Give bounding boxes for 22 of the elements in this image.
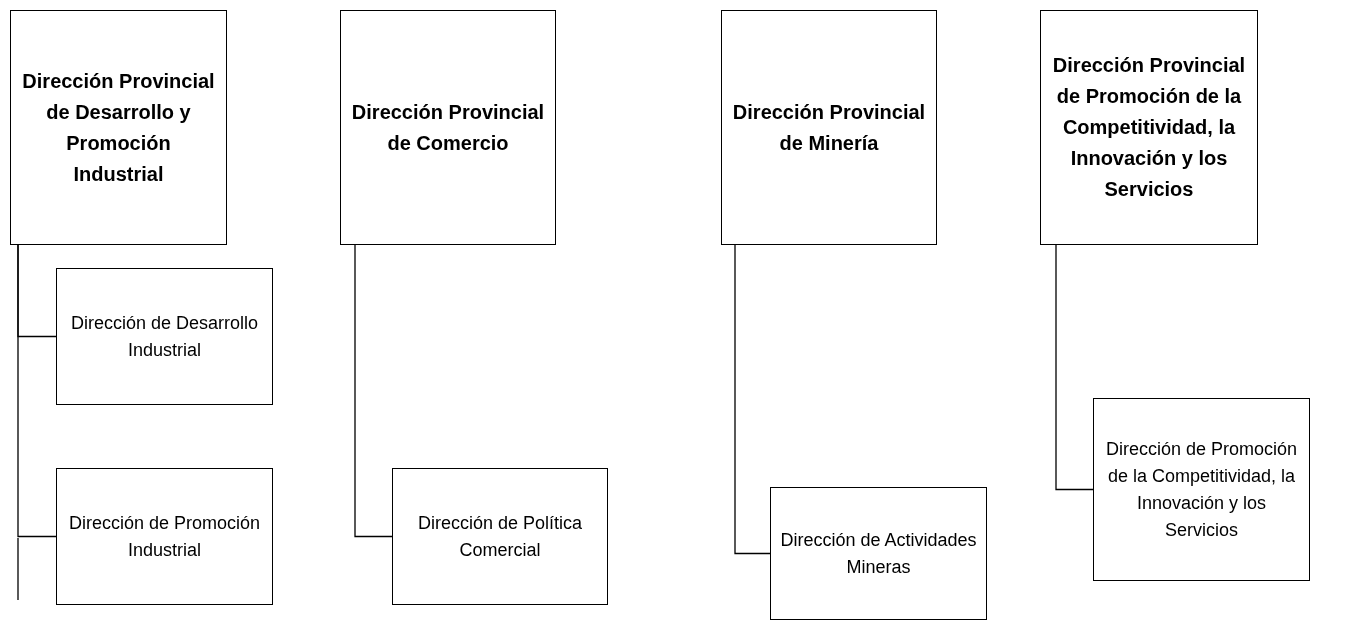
box-title: Dirección de Desarrollo Industrial bbox=[69, 311, 260, 362]
sub-department-box bbox=[770, 487, 987, 620]
box-title: Dirección Provincial de Comercio bbox=[350, 99, 546, 156]
box-title: Dirección de Promoción de la Competitividad, la Innovación y los Servicios bbox=[1104, 437, 1299, 542]
box-title: Dirección Provincial de Minería bbox=[731, 99, 927, 156]
connector-line bbox=[1055, 244, 1094, 491]
box-title: Dirección de Política Comercial bbox=[416, 511, 584, 562]
department-box bbox=[1040, 10, 1258, 245]
box-title: Dirección de Promoción Industrial bbox=[67, 511, 262, 562]
department-box bbox=[10, 10, 227, 245]
department-box bbox=[340, 10, 556, 245]
sub-department-box bbox=[56, 468, 273, 605]
box-title: Dirección Provincial de Desarrollo y Promoción Industrial bbox=[21, 68, 216, 187]
box-title: Dirección de Actividades Mineras bbox=[779, 528, 978, 579]
sub-department-box bbox=[392, 468, 608, 605]
sub-department-box bbox=[56, 268, 273, 405]
connector-line bbox=[17, 244, 57, 538]
box-title: Dirección Provincial de Promoción de la Competitividad, la Innovación y los Servicios bbox=[1051, 53, 1247, 202]
sub-department-box bbox=[1093, 398, 1310, 581]
connector-line bbox=[354, 244, 393, 538]
department-box bbox=[721, 10, 937, 245]
connector-line bbox=[734, 244, 771, 555]
